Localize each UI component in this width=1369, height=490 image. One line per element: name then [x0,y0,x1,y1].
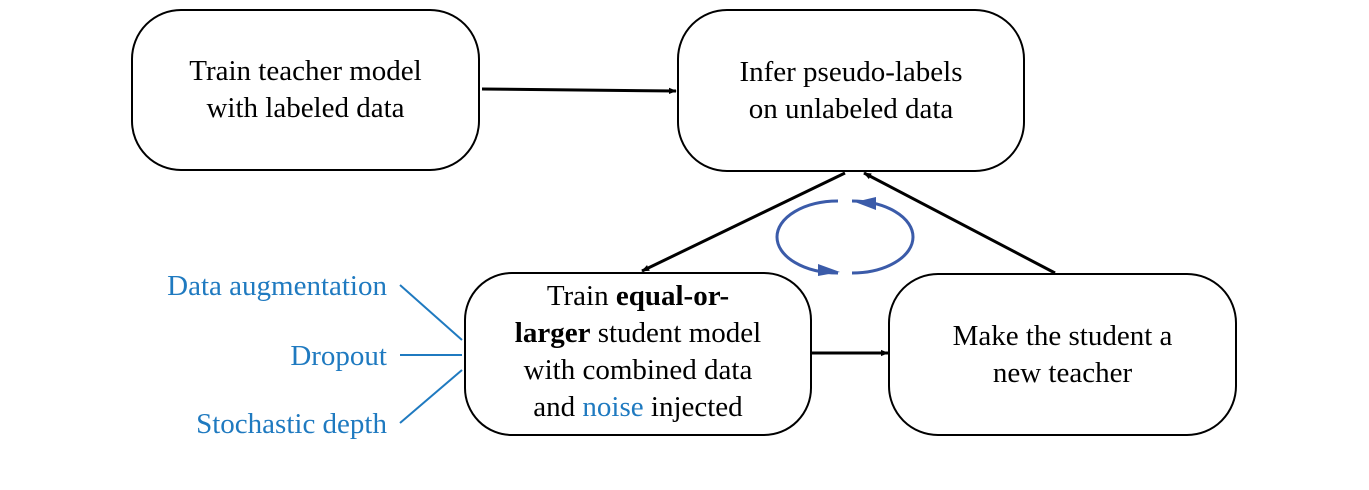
student-line-4-prefix: and [533,391,583,423]
arrow-new-teacher-to-infer [863,171,1056,275]
noise-connector-stochastic-depth [399,369,463,424]
train-teacher-line-1: Train teacher model [189,55,422,87]
arrow-infer-to-student [641,171,846,273]
noise-label-stochastic-depth: Stochastic depth [196,408,387,440]
student-line-2-bold: larger [514,317,591,349]
arrow-teacher-to-infer [481,87,677,95]
new-teacher-box: Make the student a new teacher [888,273,1237,436]
infer-line-1: Infer pseudo-labels [739,55,963,88]
student-line-1-bold: equal-or- [615,280,730,312]
student-line-1: Train equal-or- [515,278,761,315]
train-teacher-box: Train teacher model with labeled data [131,9,480,171]
train-teacher-line-2: with labeled data [206,92,405,124]
train-student-box: Train equal-or- larger student model wit… [464,272,812,436]
student-line-4-suffix: injected [643,391,743,423]
new-teacher-line-2: new teacher [992,356,1133,389]
student-line-2: larger student model [515,315,761,352]
student-line-1-prefix: Train [546,280,616,312]
noise-label-data-augmentation: Data augmentation [167,270,387,302]
noise-word: noise [582,391,644,423]
infer-line-2: on unlabeled data [748,92,954,125]
noise-connector-data-augmentation [399,284,463,341]
student-line-3: with combined data [523,354,753,386]
new-teacher-line-1: Make the student a [952,319,1173,352]
student-line-2-rest: student model [590,317,762,349]
noise-label-dropout: Dropout [290,340,387,372]
loop-arrows-icon [775,197,915,276]
student-line-4: and noise injected [515,389,761,426]
infer-pseudo-labels-box: Infer pseudo-labels on unlabeled data [677,9,1025,172]
